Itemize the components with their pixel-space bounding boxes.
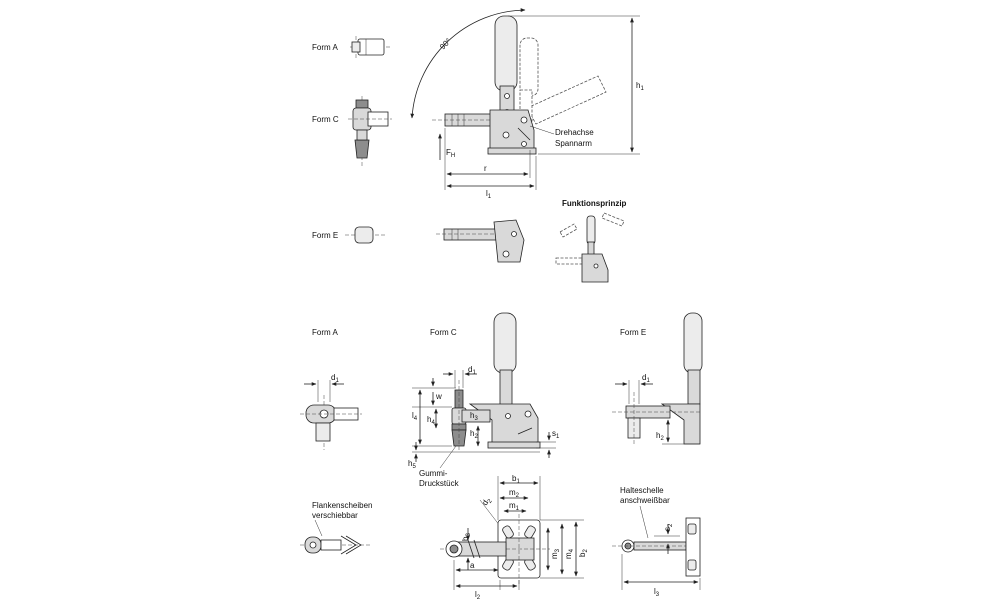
bottom-form-c-label: Form C (430, 328, 457, 337)
principle-title: Funktionsprinzip (562, 199, 627, 208)
function-principle: Funktionsprinzip (555, 199, 627, 283)
d2-label: d2 (480, 495, 494, 508)
handle-grip (494, 15, 518, 92)
m4-label: m4 (564, 548, 575, 559)
bottom-form-a: Form A d1 (300, 328, 362, 450)
m3-label: m3 (550, 548, 561, 559)
force-label: FH (446, 148, 455, 159)
form-e-label: Form E (312, 231, 338, 240)
h1-label: h1 (636, 81, 644, 92)
bottom-form-e: Form E d1 h2 (612, 312, 703, 446)
welding-bracket-view: Halteschelle anschweißbar s2 l3 (612, 486, 701, 598)
clamp-body (489, 109, 535, 151)
bottom-e-h2-label: h2 (656, 431, 664, 442)
s2-label: s2 (663, 523, 674, 531)
form-c-top-view: Form C (312, 96, 392, 168)
h4-label: h4 (427, 415, 435, 426)
b3-label: b3 (461, 533, 472, 541)
bottom-form-e-label: Form E (620, 328, 646, 337)
bottom-form-a-label: Form A (312, 328, 338, 337)
bottom-a-d1-label: d1 (331, 373, 339, 384)
main-side-view: 90° Drehachse Spannarm FH r (410, 8, 644, 200)
washers-label-line2: verschiebbar (312, 511, 358, 520)
pivot-label-line2: Spannarm (555, 139, 592, 148)
rubber-label-line1: Gummi- (419, 469, 448, 478)
h3-label: h3 (470, 411, 478, 422)
h2-label: h2 (470, 429, 478, 440)
flank-washers: Flankenscheiben verschiebbar (300, 501, 372, 555)
form-e-top-view: Form E (312, 226, 385, 244)
form-a-top-view: Form A (312, 36, 390, 58)
r-label: r (484, 164, 487, 173)
m2-label: m2 (509, 488, 520, 499)
h5-label: h5 (408, 459, 416, 470)
l4-label: l4 (412, 411, 418, 422)
w-label: w (435, 392, 442, 401)
b2-label: b2 (578, 549, 589, 557)
b1-label: b1 (512, 474, 520, 485)
clamp-base (487, 147, 537, 155)
washers-label-line1: Flankenscheiben (312, 501, 372, 510)
bottom-form-c: Form C d1 w l4 h4 (408, 312, 560, 488)
s1-label: s1 (552, 429, 560, 440)
open-position-view (436, 219, 525, 263)
a-label: a (470, 561, 475, 570)
form-c-label: Form C (312, 115, 339, 124)
bracket-label-line2: anschweißbar (620, 496, 670, 505)
pivot-label-line1: Drehachse (555, 128, 594, 137)
bottom-c-d1-label: d1 (468, 365, 476, 376)
bracket-label-line1: Halteschelle (620, 486, 664, 495)
l1-label: l1 (486, 189, 492, 200)
plan-view: b1 m2 m1 d2 b3 m3 m4 b2 (440, 474, 589, 601)
l2-label: l2 (475, 590, 481, 601)
rubber-label-line2: Druckstück (419, 479, 460, 488)
form-a-label: Form A (312, 43, 338, 52)
m1-label: m1 (509, 501, 520, 512)
bottom-e-d1-label: d1 (642, 373, 650, 384)
l3-label: l3 (654, 587, 660, 598)
